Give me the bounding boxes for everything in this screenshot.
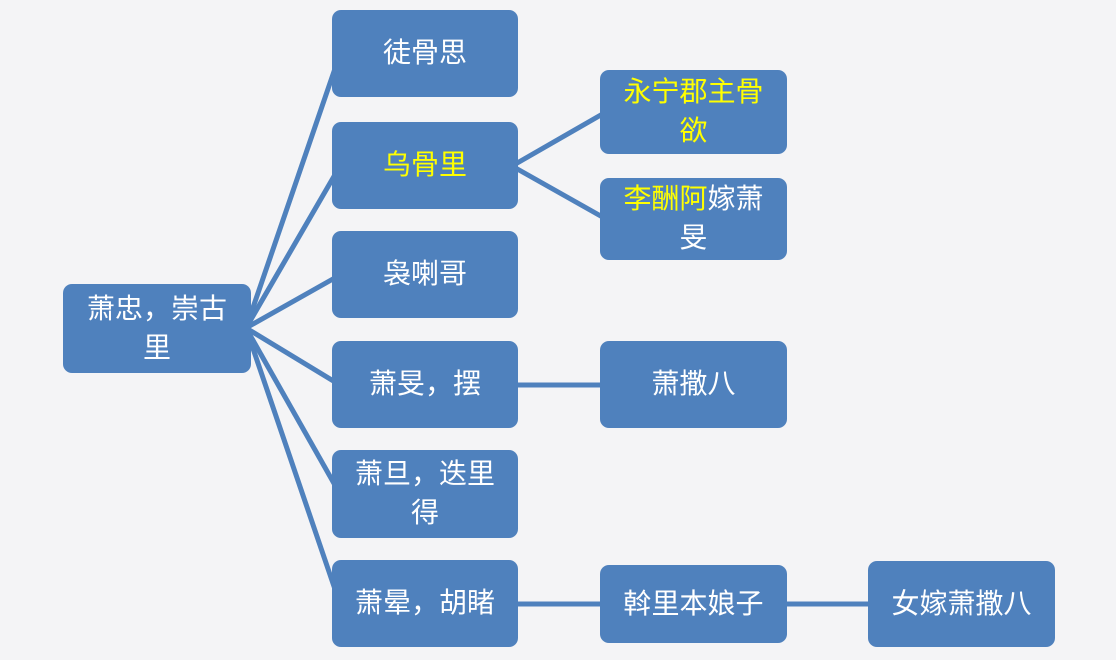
node-wuguli: 乌骨里 [332, 122, 518, 209]
node-label: 徒骨思 [382, 37, 467, 69]
node-label-rest: 嫁萧旻 [679, 183, 764, 253]
node-label: 萧旦，迭里得 [354, 458, 495, 528]
node-label-highlighted: 永宁郡主骨欲 [623, 76, 764, 146]
node-lichoua: 李酬阿嫁萧旻 [600, 178, 787, 260]
node-label: 萧旻，摆 [368, 368, 481, 400]
connector-root-xiaoyun [243, 327, 343, 605]
connector-wuguli-lichoua [510, 163, 608, 222]
connector-root-tugusi [243, 53, 343, 329]
connector-root-xiaodan [243, 326, 343, 496]
node-label: 李酬阿嫁萧旻 [613, 180, 774, 257]
node-label: 萧忠，崇古里 [86, 292, 227, 363]
node-xiaosaba: 萧撒八 [600, 341, 787, 428]
connector-root-niaolage [244, 272, 342, 331]
connector-wuguli-yongning [510, 109, 608, 169]
node-yongning-junzhu: 永宁郡主骨欲 [600, 70, 787, 154]
node-label-highlighted: 乌骨里 [382, 149, 467, 181]
node-xiaomin: 萧旻，摆 [332, 341, 518, 428]
node-label: 女嫁萧撒八 [891, 587, 1032, 619]
node-label: 袅喇哥 [382, 258, 467, 290]
node-label-highlighted-part: 李酬阿 [623, 183, 708, 215]
connector-root-xiaomin [244, 325, 342, 388]
connector-root-wuguli [243, 164, 343, 330]
node-label: 萧撒八 [651, 368, 736, 400]
node-xiaodan: 萧旦，迭里得 [332, 450, 518, 538]
node-niaolage: 袅喇哥 [332, 231, 518, 318]
node-xiaozhong-root: 萧忠，崇古里 [63, 284, 251, 373]
node-label: 斡里本娘子 [623, 587, 764, 619]
node-woliben-niangzi: 斡里本娘子 [600, 565, 787, 643]
node-label: 萧晕，胡睹 [354, 587, 495, 619]
node-xiaoyun: 萧晕，胡睹 [332, 560, 518, 647]
node-tugusi: 徒骨思 [332, 10, 518, 97]
node-nvjia-xiaosaba: 女嫁萧撒八 [868, 561, 1055, 647]
